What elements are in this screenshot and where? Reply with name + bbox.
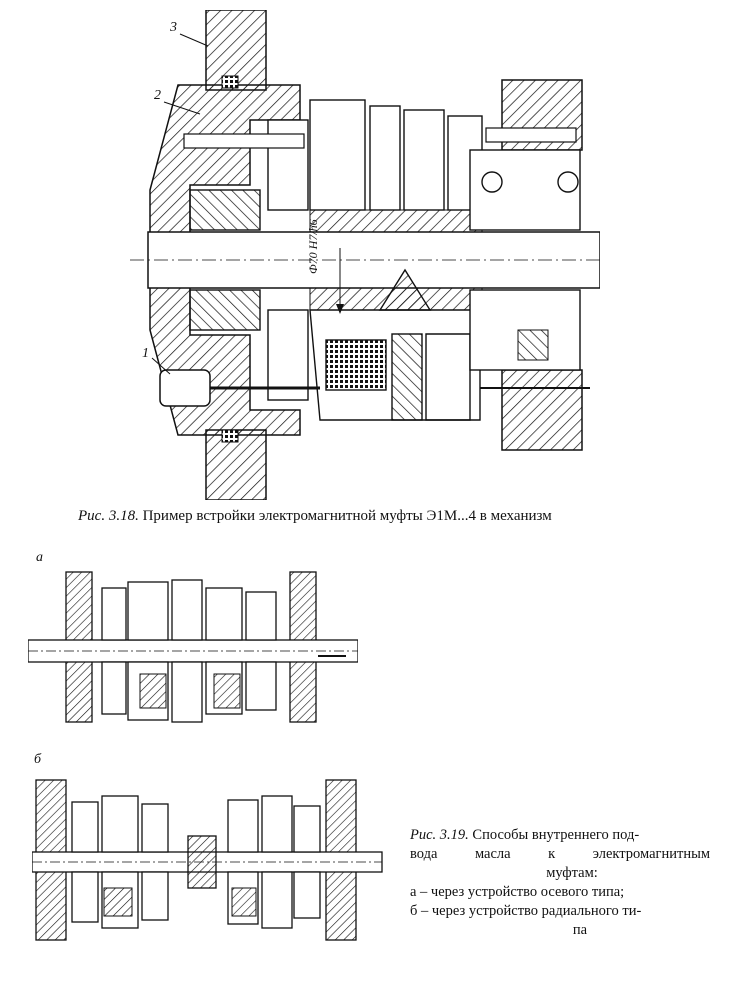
figure-3-19-caption: Рис. 3.19. Способы внутреннего под- вода… <box>410 826 710 940</box>
caption-line-6: па <box>572 922 588 938</box>
callout-1: 1 <box>142 346 149 361</box>
sublabel-a: а <box>36 550 43 565</box>
caption-line-4: а – через устройство осевого типа; <box>410 884 625 900</box>
callout-3: 3 <box>170 20 177 35</box>
sublabel-b: б <box>34 752 42 767</box>
axial-supply-drawing <box>28 571 358 723</box>
callout-2: 2 <box>154 88 161 103</box>
clutch-assembly-drawing <box>130 10 600 500</box>
caption-line-2: вода масла к электромагнитным <box>410 846 710 862</box>
figure-3-19b-drawing <box>32 776 392 944</box>
caption-line-1: Рис. 3.19. Способы внутреннего под- <box>410 826 710 845</box>
figure-3-18-drawing <box>130 10 600 500</box>
figure-3-18-caption: Рис. 3.18. Пример встройки электромагнит… <box>78 508 698 525</box>
dimension-label: Ф70 H7/h6 <box>306 219 320 274</box>
figure-3-19a-drawing <box>28 566 358 736</box>
caption-line-3: муфтам: <box>546 865 598 881</box>
figure-3-19-number: Рис. 3.19. <box>410 827 469 843</box>
caption-line-1-text: Способы внутреннего под- <box>472 827 640 843</box>
radial-supply-drawing <box>32 779 383 941</box>
figure-3-18-number: Рис. 3.18. <box>78 508 139 524</box>
caption-line-5: б – через устройство радиального ти- <box>410 903 642 919</box>
figure-3-18-text: Пример встройки электромагнитной муфты Э… <box>142 508 552 524</box>
